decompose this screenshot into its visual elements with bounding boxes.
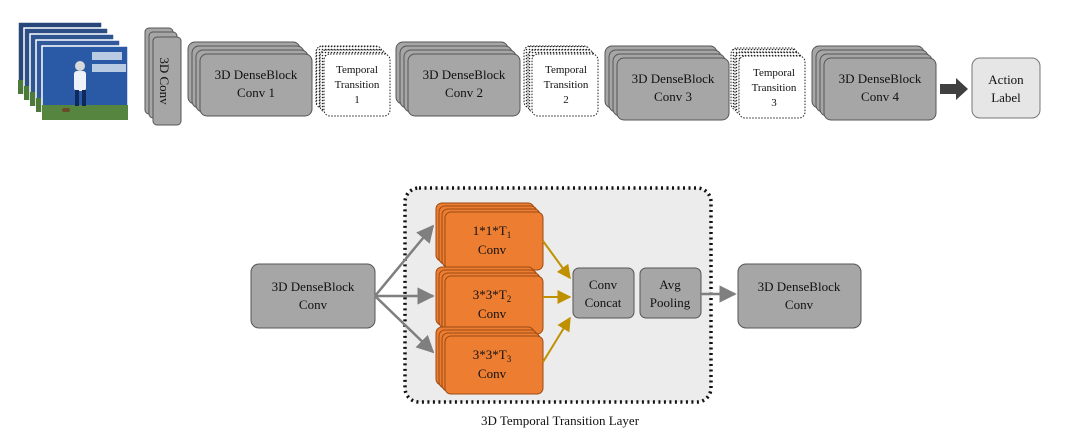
input-to-branch-arrows — [374, 224, 435, 354]
detail-input-line2: Conv — [299, 297, 328, 312]
detail-output-line2: Conv — [785, 297, 814, 312]
output-arrow — [940, 78, 968, 100]
detail-input-denseblock: 3D DenseBlock Conv — [250, 263, 376, 329]
panel-caption: 3D Temporal Transition Layer — [481, 413, 640, 428]
pool-line1: Avg — [659, 277, 681, 292]
denseblock-2-line1: 3D DenseBlock — [423, 67, 506, 82]
transition-1-line2: Transition — [335, 79, 380, 91]
denseblock-4: 3D DenseBlock Conv 4 — [811, 45, 937, 121]
detail-input-line1: 3D DenseBlock — [272, 279, 355, 294]
branch-1-label: Conv — [478, 242, 507, 257]
action-label-block: Action Label — [971, 57, 1041, 119]
branch-1x1xt1-conv: 1*1*T1 Conv — [435, 202, 544, 271]
denseblock-4-line2: Conv 4 — [861, 89, 899, 104]
branch-to-concat-arrows — [542, 240, 572, 363]
branch-1-kernel: 1*1*T1 — [473, 223, 511, 240]
detail-output-line1: 3D DenseBlock — [758, 279, 841, 294]
input-video-frames — [17, 21, 129, 121]
denseblock-2-line2: Conv 2 — [445, 85, 483, 100]
transition-3-line3: 3 — [771, 97, 777, 109]
pool-line2: Pooling — [650, 295, 691, 310]
denseblock-2: 3D DenseBlock Conv 2 — [395, 41, 521, 117]
conv-concat-block: Conv Concat — [572, 267, 635, 319]
denseblock-1-line1: 3D DenseBlock — [215, 67, 298, 82]
transition-1-line1: Temporal — [336, 64, 378, 76]
temporal-transition-2: Temporal Transition 2 — [523, 45, 599, 117]
transition-2-line1: Temporal — [545, 64, 587, 76]
denseblock-3-line2: Conv 3 — [654, 89, 692, 104]
denseblock-1: 3D DenseBlock Conv 1 — [187, 41, 313, 117]
branch-3x3xt2-conv: 3*3*T2 Conv — [435, 266, 544, 335]
branch-2-kernel: 3*3*T2 — [473, 287, 511, 304]
concat-line1: Conv — [589, 277, 618, 292]
denseblock-3-line1: 3D DenseBlock — [632, 71, 715, 86]
conv3d-label: 3D Conv — [157, 57, 172, 105]
transition-3-line1: Temporal — [753, 67, 795, 79]
branch-3-label: Conv — [478, 366, 507, 381]
concat-line2: Concat — [585, 295, 622, 310]
action-label-line1: Action — [988, 72, 1024, 87]
branch-3-kernel: 3*3*T3 — [473, 347, 512, 364]
transition-2-line3: 2 — [563, 94, 569, 106]
branch-3x3xt3-conv: 3*3*T3 Conv — [435, 326, 544, 395]
temporal-transition-3: Temporal Transition 3 — [730, 47, 806, 119]
avg-pooling-block: Avg Pooling — [639, 267, 702, 319]
transition-3-line2: Transition — [752, 82, 797, 94]
denseblock-3: 3D DenseBlock Conv 3 — [604, 45, 730, 121]
denseblock-1-line2: Conv 1 — [237, 85, 275, 100]
action-label-line2: Label — [991, 90, 1021, 105]
transition-2-line2: Transition — [544, 79, 589, 91]
denseblock-4-line1: 3D DenseBlock — [839, 71, 922, 86]
temporal-transition-1: Temporal Transition 1 — [315, 45, 391, 117]
transition-1-line3: 1 — [354, 94, 360, 106]
branch-2-label: Conv — [478, 306, 507, 321]
detail-output-denseblock: 3D DenseBlock Conv — [737, 263, 862, 329]
conv3d-block: 3D Conv — [144, 27, 182, 126]
